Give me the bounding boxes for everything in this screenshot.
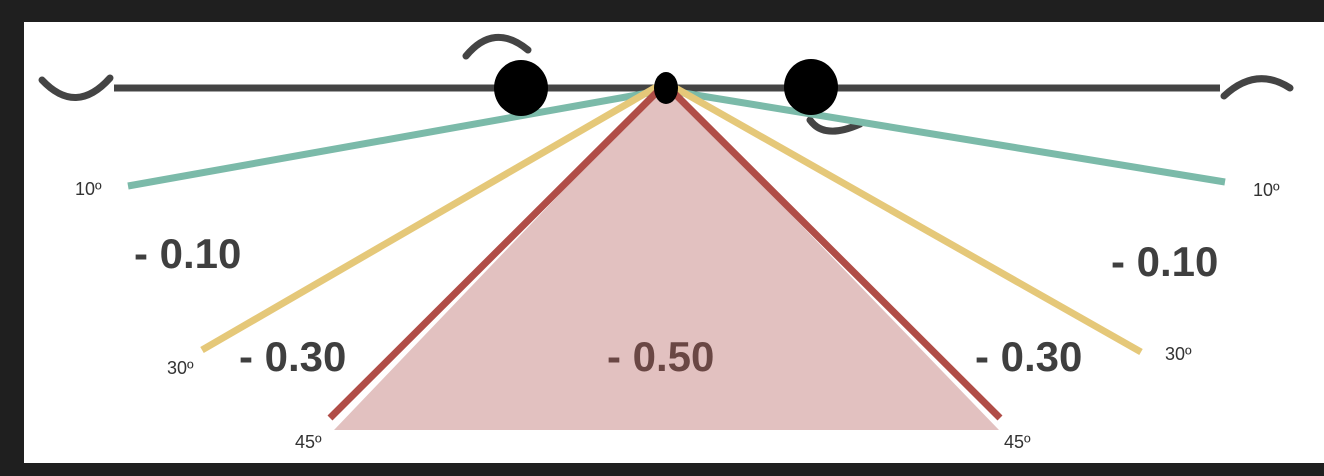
ten-degree-line-right [664, 86, 1226, 186]
forty-five-degree-line-right [662, 81, 1003, 421]
ten-degree-line-left [127, 86, 666, 190]
value-right-30: - 0.30 [975, 333, 1083, 380]
value-center-45: - 0.50 [607, 333, 715, 380]
left-marker-dot [494, 60, 548, 116]
right-end-curve [1220, 75, 1294, 100]
right-marker-arc [806, 116, 864, 135]
thirty-degree-line-left [200, 78, 667, 354]
value-right-10: - 0.10 [1111, 238, 1219, 285]
left-end-curve [38, 74, 114, 101]
right-marker-dot [784, 59, 838, 115]
deg-label-right-30: 30º [1165, 344, 1192, 364]
value-left-10: - 0.10 [134, 230, 242, 277]
deg-label-left-45: 45º [295, 432, 322, 452]
forty-five-degree-region [334, 84, 999, 430]
deg-label-left-30: 30º [167, 358, 194, 378]
value-left-30: - 0.30 [239, 333, 347, 380]
deg-label-left-10: 10º [75, 179, 102, 199]
angle-diagram [38, 33, 1294, 430]
left-marker-arc [462, 33, 532, 60]
thirty-degree-line-right [663, 78, 1143, 356]
diagram-canvas: 10º 10º 30º 30º 45º 45º - 0.10 - 0.10 - … [24, 22, 1324, 463]
deg-label-right-10: 10º [1253, 180, 1280, 200]
center-vertex-dot [654, 72, 678, 104]
deg-label-right-45: 45º [1004, 432, 1031, 452]
forty-five-degree-line-left [327, 81, 668, 421]
